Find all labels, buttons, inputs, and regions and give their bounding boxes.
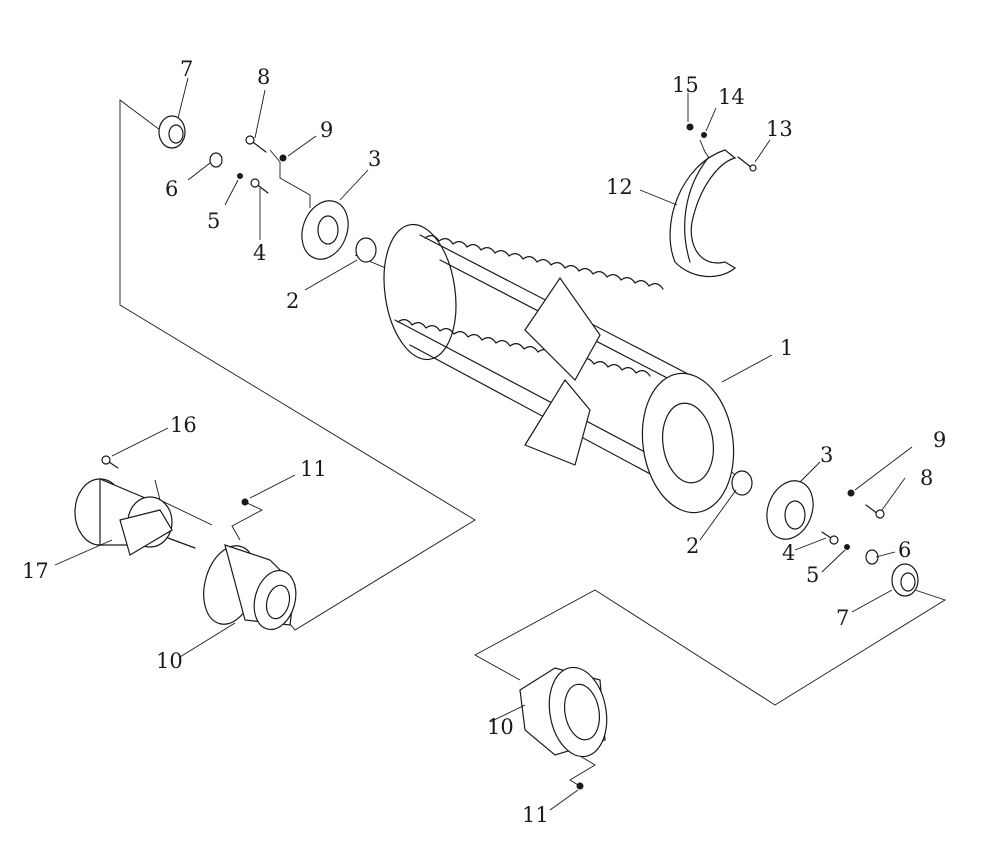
- callout-12: 12: [606, 175, 633, 199]
- right-bearing-group: [731, 470, 919, 597]
- sprocket-7a: [158, 115, 186, 149]
- left-bearing-group: [158, 115, 377, 263]
- nut-11a: [241, 498, 249, 506]
- washer-14: [701, 132, 707, 138]
- callout-4: 4: [253, 241, 266, 265]
- callout-1: 1: [780, 336, 793, 360]
- callout-15: 15: [672, 73, 699, 97]
- nut-15: [686, 123, 694, 131]
- callout-11: 11: [522, 803, 549, 827]
- flange-bearing-3a: [301, 200, 349, 260]
- callout-13: 13: [766, 117, 793, 141]
- callout-9: 9: [933, 428, 946, 452]
- rotor-drum: [383, 223, 735, 514]
- callout-labels: 7 8 9 3 6 5 4 2 15 14 13 12 1 16 11 17 1…: [22, 57, 946, 827]
- motor-mount-upper: [203, 498, 297, 631]
- motor-mount-lower: [519, 666, 608, 790]
- callout-7: 7: [180, 57, 193, 81]
- washer-6a: [209, 152, 223, 168]
- callout-6: 6: [898, 538, 911, 562]
- nut-11b: [576, 782, 584, 790]
- callout-10: 10: [156, 649, 183, 673]
- sprocket-7b: [891, 563, 919, 597]
- callout-11: 11: [300, 457, 327, 481]
- callout-6: 6: [165, 177, 178, 201]
- nut-5a: [237, 173, 243, 179]
- callout-10: 10: [487, 715, 514, 739]
- callout-7: 7: [836, 606, 849, 630]
- snap-ring-2a: [355, 237, 377, 263]
- callout-14: 14: [718, 85, 745, 109]
- bolt-13: [737, 156, 753, 169]
- leader-lines: [54, 77, 913, 811]
- callout-9: 9: [320, 118, 333, 142]
- callout-3: 3: [820, 443, 833, 467]
- nut-9a: [279, 154, 287, 162]
- callout-8: 8: [257, 65, 270, 89]
- callout-16: 16: [170, 413, 197, 437]
- callout-3: 3: [368, 147, 381, 171]
- nut-9b: [847, 489, 855, 497]
- callout-2: 2: [686, 534, 699, 558]
- callout-5: 5: [207, 209, 220, 233]
- callout-2: 2: [286, 289, 299, 313]
- curved-blade: [669, 123, 757, 278]
- callout-5: 5: [806, 563, 819, 587]
- hydraulic-motor: [74, 455, 196, 556]
- flange-bearing-3b: [766, 480, 814, 540]
- callout-8: 8: [920, 466, 933, 490]
- snap-ring-2b: [731, 470, 753, 496]
- callout-4: 4: [782, 541, 795, 565]
- washer-6b: [865, 549, 879, 565]
- callout-17: 17: [22, 559, 49, 583]
- nut-5b: [844, 544, 850, 550]
